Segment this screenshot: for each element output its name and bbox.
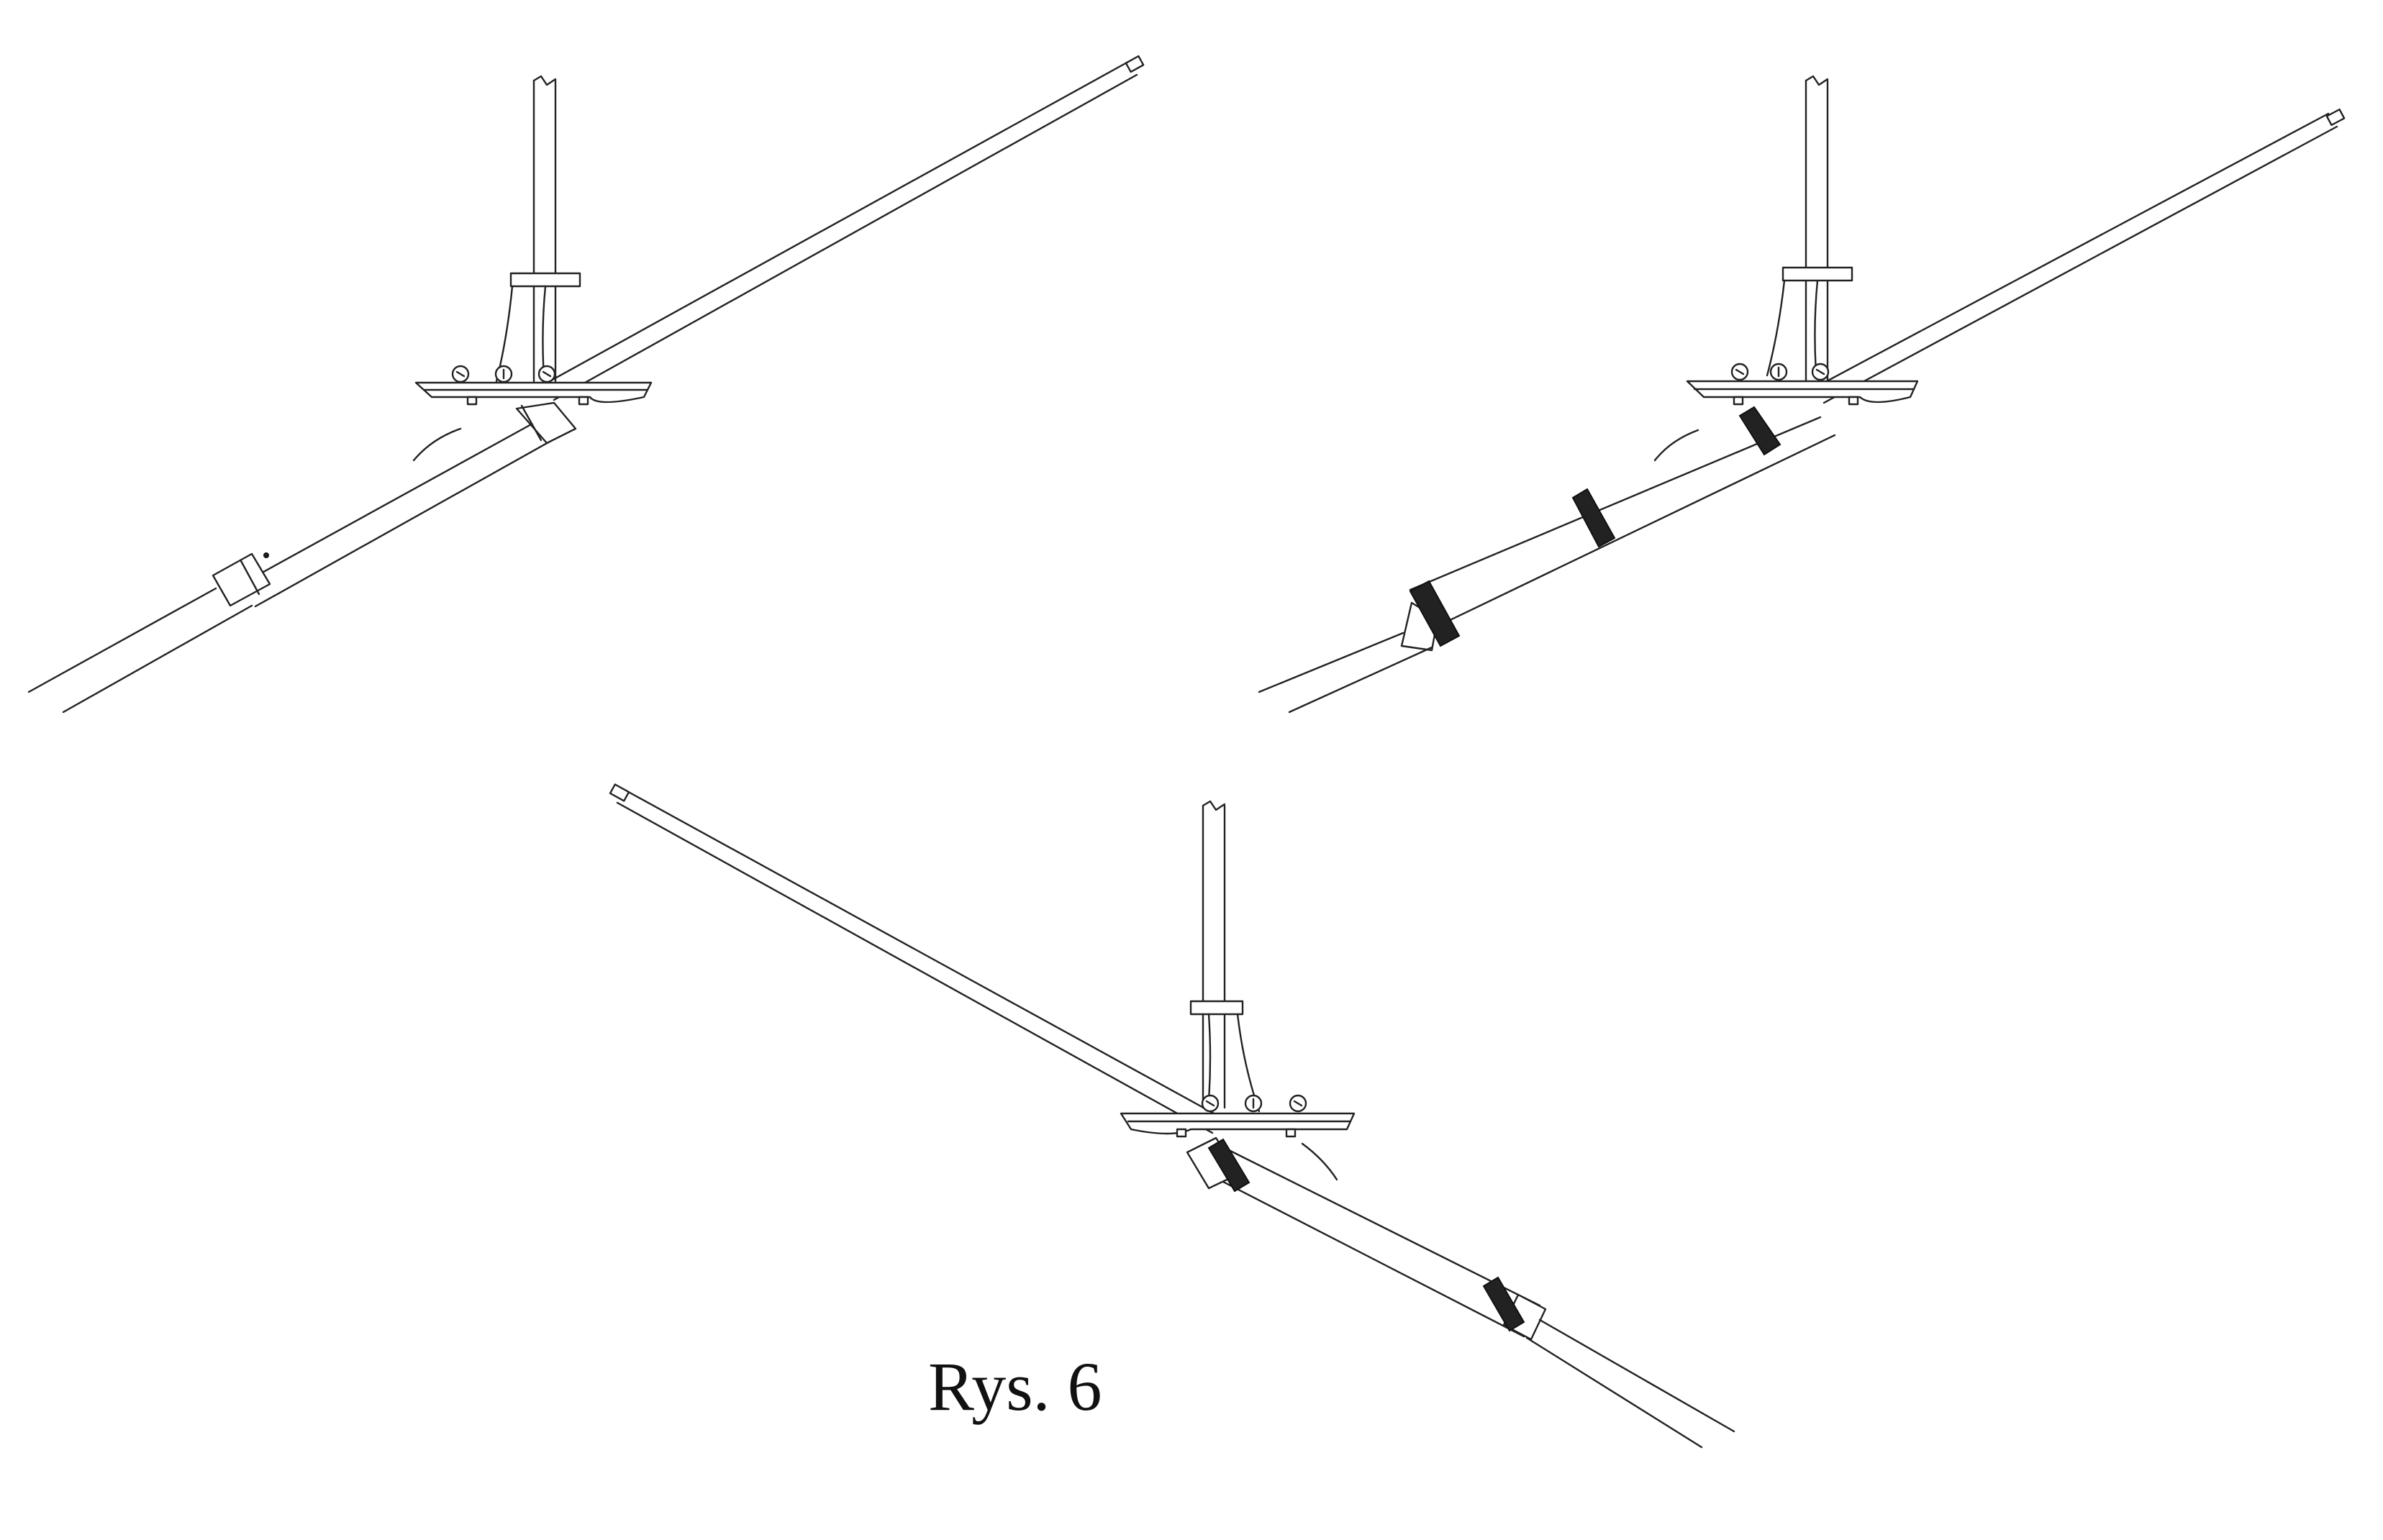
lower-boom — [1197, 1142, 1735, 1449]
sleeve-band — [212, 552, 271, 607]
upper-boom — [542, 55, 1145, 401]
lower-boom — [1258, 416, 1836, 714]
view-2 — [1258, 75, 2346, 714]
mast-collar — [1189, 1000, 1244, 1016]
boom-plate — [414, 381, 653, 406]
mast — [532, 75, 557, 383]
wire-wrap — [1207, 1138, 1525, 1332]
upper-boom — [609, 783, 1225, 1134]
upper-boom — [1812, 108, 2346, 404]
screw-heads — [1730, 363, 1830, 381]
mast — [1805, 75, 1829, 383]
view-3 — [609, 783, 1735, 1449]
view-1 — [27, 55, 1145, 714]
figure-caption: Rys. 6 — [928, 1348, 1102, 1425]
screw-heads — [451, 365, 556, 383]
screw-heads — [1201, 1094, 1307, 1113]
mast-collar — [1781, 266, 1853, 282]
boom-plate — [1120, 1112, 1356, 1138]
mast — [1202, 800, 1226, 1109]
mast-collar — [509, 272, 581, 288]
clamp-band — [515, 401, 577, 445]
wire-wrap — [1409, 406, 1781, 647]
boom-plate — [1686, 380, 1919, 406]
lower-boom — [27, 414, 563, 714]
